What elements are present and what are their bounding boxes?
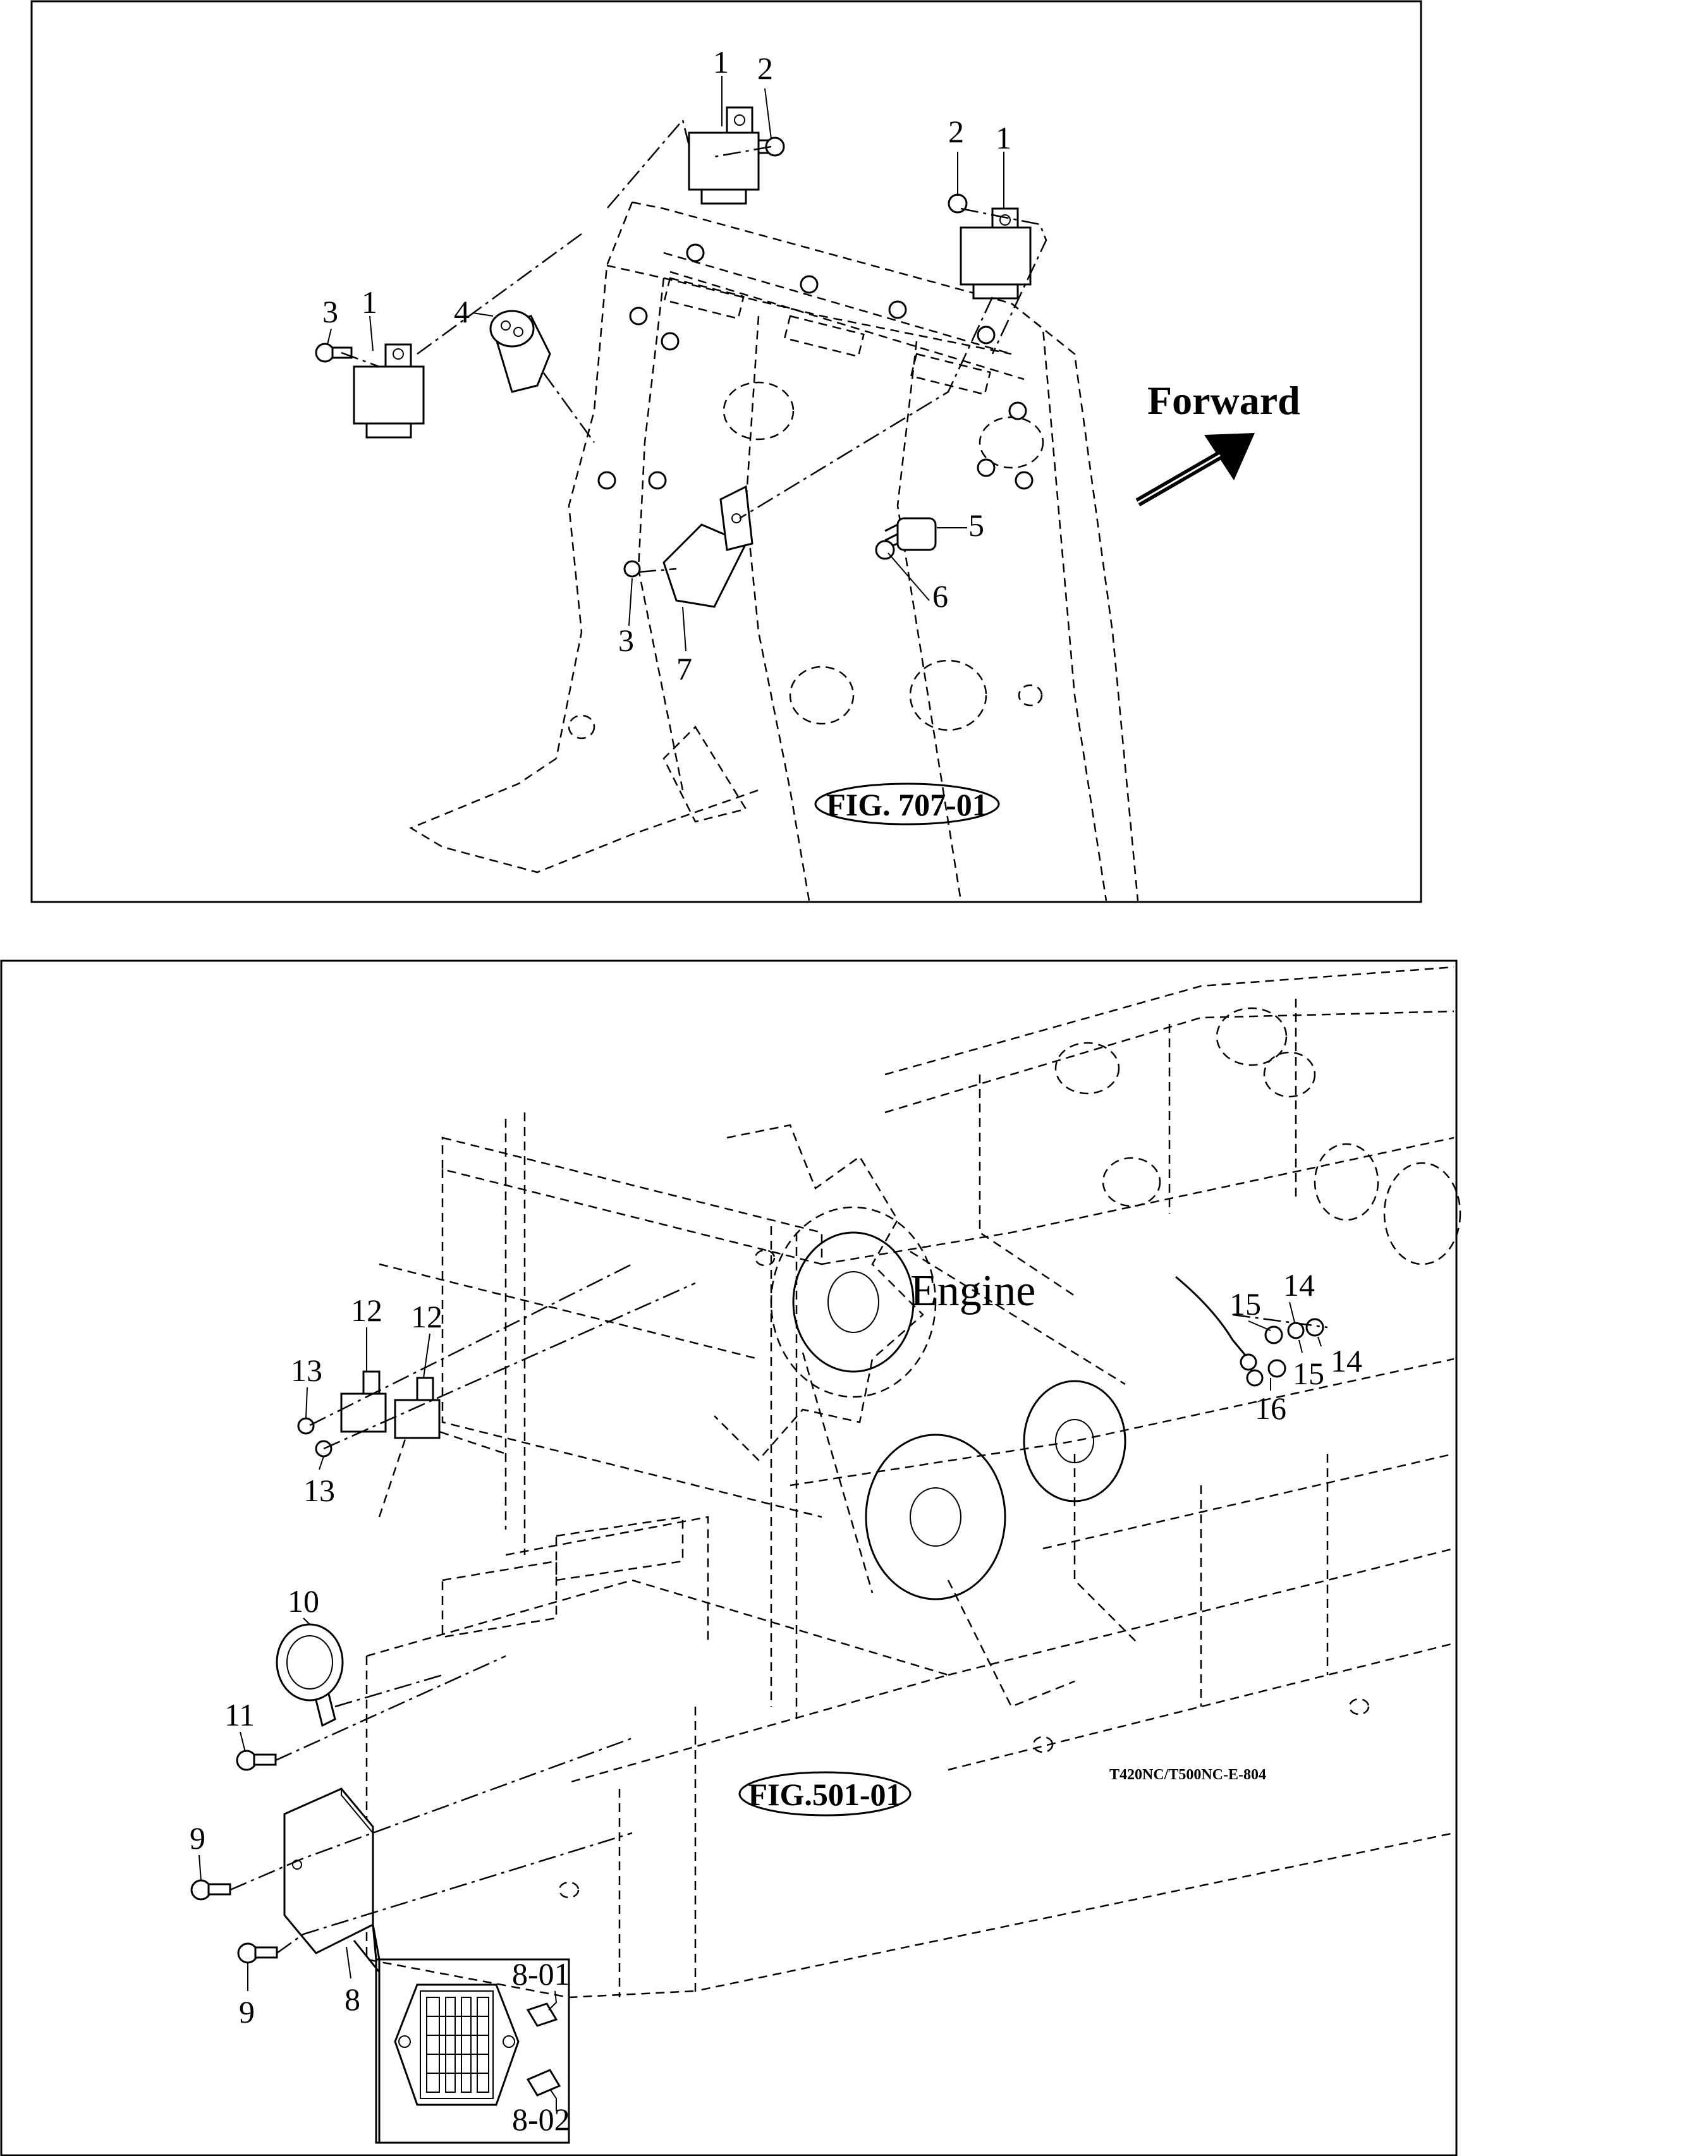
callout-2-upper: 2 — [757, 51, 773, 86]
bolt-13-upper — [297, 1417, 315, 1435]
assembly-center-lines — [341, 118, 1047, 573]
relay-12-right — [394, 1377, 441, 1439]
relay-1-left — [353, 343, 425, 439]
callout-8-02: 8-02 — [512, 2102, 570, 2137]
callout-3-left: 3 — [322, 294, 338, 329]
horn-10 — [276, 1623, 344, 1727]
callout-15-lower: 15 — [1293, 1356, 1324, 1391]
forward-label: Forward — [1147, 378, 1300, 423]
callout-3-center: 3 — [618, 623, 634, 658]
callout-11: 11 — [224, 1697, 255, 1733]
forward-arrow — [1135, 433, 1255, 507]
callout-7: 7 — [676, 651, 692, 686]
fuse-box-detail-inset — [353, 1924, 570, 2144]
callout-8-01: 8-01 — [512, 1956, 570, 1992]
relay-bracket-plate — [409, 201, 1139, 901]
callout-12-left: 12 — [351, 1293, 382, 1328]
callout-9-upper: 9 — [190, 1820, 205, 1856]
bolt-11 — [236, 1750, 277, 1771]
fig-ref-707-01-text: FIG. 707-01 — [826, 787, 988, 822]
callout-15-upper: 15 — [1229, 1286, 1261, 1322]
callout-14-upper: 14 — [1283, 1267, 1315, 1303]
engine-label: Engine — [910, 1267, 1035, 1315]
top-figure: Forward FIG. 707-01 1 2 2 1 3 1 4 5 6 3 … — [30, 0, 1422, 903]
sensor-5 — [875, 517, 937, 560]
callout-10: 10 — [288, 1583, 319, 1619]
callout-5: 5 — [968, 508, 984, 543]
callout-1-right: 1 — [996, 120, 1011, 155]
engine-outline — [714, 966, 1461, 1708]
relay-12-left — [340, 1370, 387, 1433]
bottom-center-lines — [229, 1263, 1328, 1954]
top-figure-frame — [30, 0, 1422, 903]
flasher-unit-7 — [623, 485, 753, 608]
callout-4: 4 — [454, 294, 470, 329]
bolt-9-upper — [190, 1879, 231, 1901]
drawing-code: T420NC/T500NC-E-804 — [1109, 1767, 1266, 1783]
relay-1-upper — [688, 106, 760, 205]
bottom-leader-lines — [198, 1301, 1322, 1991]
washer-nut-14-15-16 — [1264, 1318, 1324, 1378]
callout-14-lower: 14 — [1331, 1343, 1362, 1379]
bolt-9-lower — [237, 1942, 278, 1964]
callout-1-upper: 1 — [713, 44, 729, 80]
callout-16: 16 — [1255, 1391, 1286, 1426]
bolt-2-upper — [757, 137, 785, 157]
callout-6: 6 — [932, 578, 948, 614]
bottom-figure-frame — [0, 959, 1458, 2156]
fig-ref-501-01-text: FIG.501-01 — [748, 1777, 901, 1812]
callout-13-lower: 13 — [303, 1473, 335, 1508]
bottom-figure: Engine FIG.501-01 T420NC/T500NC-E-804 — [0, 959, 1461, 2156]
callout-8: 8 — [345, 1982, 360, 2017]
fig-ref-707-01: FIG. 707-01 — [814, 783, 1000, 825]
callout-9-lower: 9 — [239, 1994, 255, 2030]
fig-ref-501-01: FIG.501-01 — [738, 1771, 912, 1817]
callout-12-right: 12 — [411, 1299, 442, 1334]
relay-1-right — [960, 207, 1032, 300]
callout-2-right: 2 — [948, 114, 964, 149]
switch-4 — [489, 310, 551, 393]
frame-outline — [365, 1112, 1455, 1999]
fuse-box-8 — [283, 1788, 374, 1954]
bolt-3-left — [315, 343, 353, 363]
top-leader-lines — [327, 76, 1004, 652]
ground-cable — [1175, 1276, 1264, 1387]
callout-1-left: 1 — [362, 284, 377, 320]
callout-13-upper: 13 — [291, 1353, 322, 1388]
